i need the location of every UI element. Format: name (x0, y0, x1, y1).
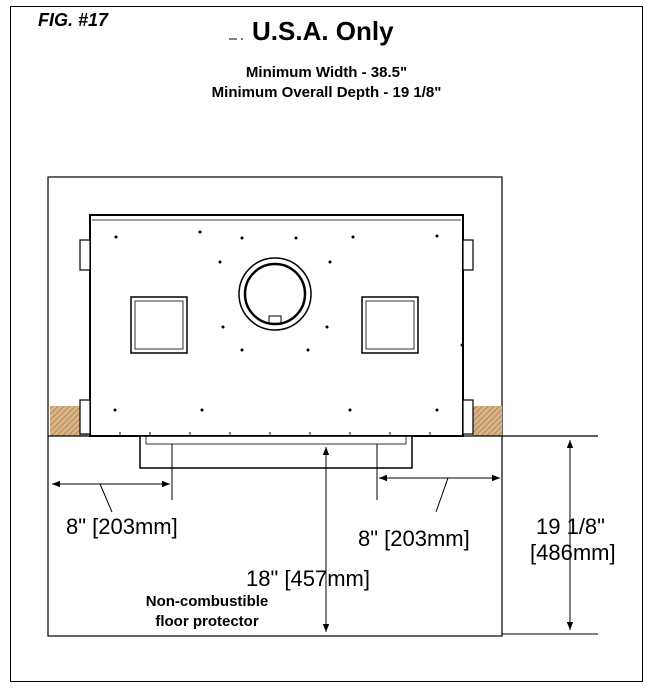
page-title: U.S.A. Only (252, 16, 394, 46)
min-width-text: Minimum Width - 38.5" (245, 64, 408, 81)
fireplace-unit (79, 214, 474, 469)
figure-number: FIG. #17 (38, 10, 109, 30)
depth-dimension-label-2: [486mm] (530, 540, 616, 565)
left-dimension-label: 8" [203mm] (66, 514, 178, 539)
front-dimension-label: 18" [457mm] (246, 566, 370, 591)
min-depth-text: Minimum Overall Depth - 19 1/8" (211, 84, 442, 101)
floor-protector-note: Non-combustible floor protector (112, 592, 302, 632)
floor-protector-note-line2: floor protector (155, 613, 259, 630)
depth-dimension-label-1: 19 1/8" (536, 514, 605, 539)
right-dimension-label: 8" [203mm] (358, 526, 470, 551)
right-wall-section (472, 406, 502, 436)
left-dimension (52, 444, 173, 513)
right-dimension (376, 444, 500, 513)
figure-frame (10, 6, 643, 682)
floor-protector-note-line1: Non-combustible (145, 593, 269, 610)
